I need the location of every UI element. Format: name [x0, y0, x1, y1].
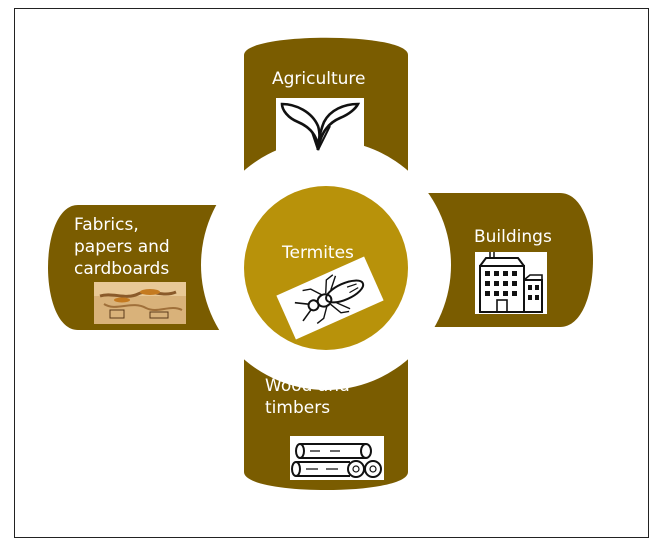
label-agriculture: Agriculture	[272, 69, 366, 89]
label-fabrics: Fabrics, papers and cardboards	[74, 214, 170, 280]
termite-icon	[276, 256, 384, 340]
building-icon	[475, 252, 547, 314]
label-fabrics-line-3: cardboards	[74, 259, 170, 279]
damaged-cardboard-photo	[94, 282, 186, 324]
label-wood-and-timbers: Wood and timbers	[265, 375, 385, 419]
plant-sprout-icon	[276, 98, 364, 152]
label-fabrics-line-2: papers and	[74, 237, 170, 257]
label-buildings: Buildings	[474, 227, 552, 247]
label-wood-and-timbers-text: Wood and timbers	[265, 376, 350, 418]
label-termites: Termites	[282, 243, 354, 263]
label-fabrics-line-1: Fabrics,	[74, 215, 139, 235]
termite-impact-diagram	[48, 37, 593, 490]
logs-icon	[290, 436, 384, 480]
